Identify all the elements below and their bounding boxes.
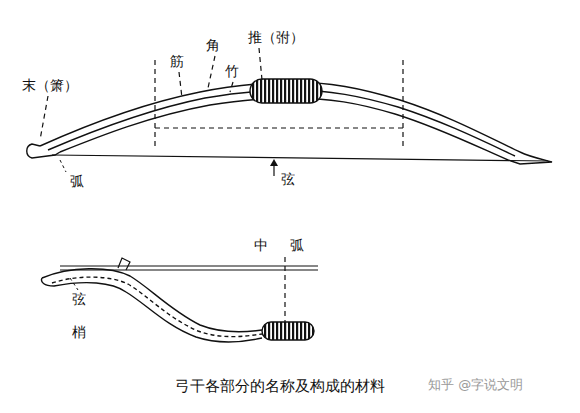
part-label: 角 [206, 38, 220, 53]
part-label: 推（弣） [248, 30, 304, 45]
part-label: 弦 [72, 292, 86, 307]
part-label: 中 [254, 238, 268, 253]
part-label: 弦 [281, 172, 295, 187]
part-label: 梢 [72, 325, 86, 340]
part-label: 竹 [225, 64, 239, 79]
part-label: 弧 [290, 238, 304, 253]
part-label: 筋 [170, 54, 184, 69]
part-label: 末（箫） [22, 78, 78, 93]
part-label: 弧 [70, 174, 84, 189]
watermark: 知乎 @字说文明 [428, 378, 523, 392]
figure-caption: 弓干各部分的名称及构成的材料 [175, 378, 385, 395]
